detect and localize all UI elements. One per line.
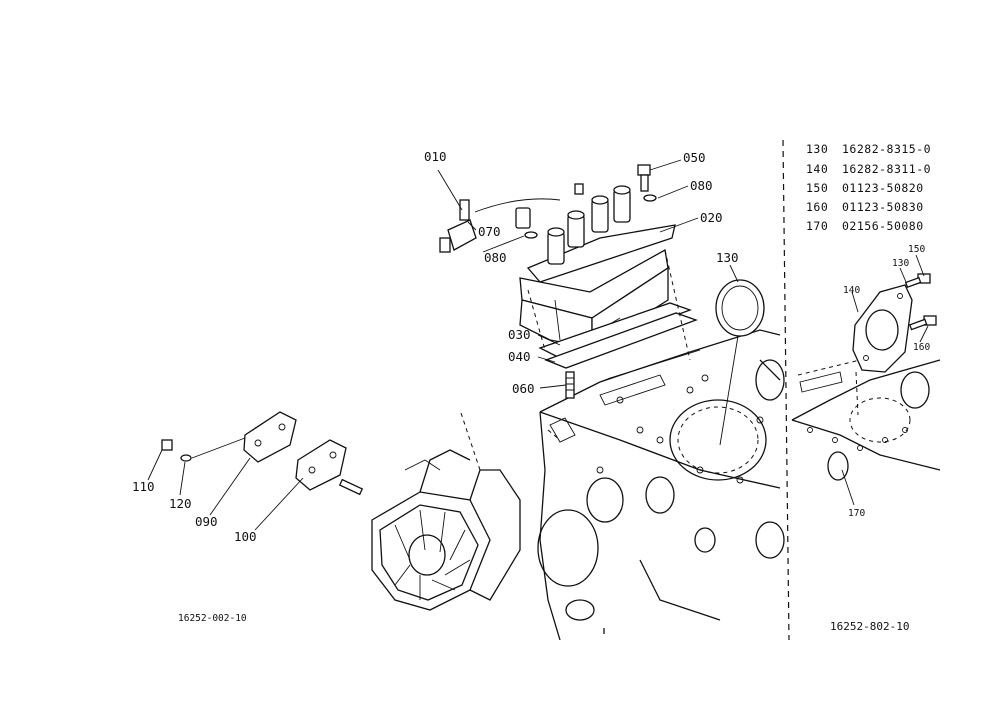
callout-080-left: 080 <box>484 250 507 265</box>
callout-040: 040 <box>508 349 531 364</box>
washer-120 <box>180 454 192 462</box>
parts-row-ref: 160 <box>806 200 828 214</box>
callout-labels: 010 020 030 040 050 060 070 080 080 090 … <box>132 149 739 544</box>
small-parts <box>515 164 657 239</box>
gasket-040 <box>544 312 698 369</box>
drawing-ref-right: 16252-802-10 <box>830 620 909 633</box>
leader-lines <box>147 159 739 531</box>
parts-table: 130 16282-8315-0 140 16282-8311-0 150 01… <box>806 142 931 233</box>
drawing-ref-left: 16252-002-10 <box>178 613 247 624</box>
parts-row-number: 01123-50830 <box>842 200 924 214</box>
parts-row-ref: 130 <box>806 142 828 156</box>
parts-row-number: 16282-8315-0 <box>842 142 931 156</box>
delivery-valve-holders <box>547 183 631 265</box>
injection-pump <box>519 183 698 399</box>
gear-housing <box>371 409 521 611</box>
washer-080-right <box>643 194 657 202</box>
callout-120: 120 <box>169 496 192 511</box>
gasket-100 <box>295 439 347 491</box>
gasket-030 <box>538 302 692 359</box>
parts-row-ref: 150 <box>806 181 828 195</box>
stud-100 <box>338 478 364 496</box>
callout-110: 110 <box>132 479 155 494</box>
callout-050: 050 <box>683 150 706 165</box>
inset-callout-170: 170 <box>848 508 865 519</box>
inset-callout-150: 150 <box>908 244 925 255</box>
sleeve-070 <box>515 207 531 229</box>
inset-callout-130: 130 <box>892 258 909 269</box>
parts-row-number: 02156-50080 <box>842 219 924 233</box>
washer-080-left <box>524 231 538 239</box>
parts-row: 150 01123-50820 <box>806 181 924 195</box>
callout-010: 010 <box>424 149 447 164</box>
cover-130 <box>715 279 765 337</box>
cover-plate-140 <box>852 284 913 373</box>
parts-row: 130 16282-8315-0 <box>806 142 931 156</box>
inset-detail <box>791 254 941 506</box>
inset-divider <box>782 139 790 641</box>
callout-060: 060 <box>512 381 535 396</box>
parts-row: 170 02156-50080 <box>806 219 924 233</box>
stud-060 <box>565 371 575 399</box>
plate-090 <box>243 411 297 463</box>
engine-block <box>537 329 785 641</box>
inset-callout-labels: 130 140 150 160 170 <box>843 244 930 519</box>
parts-row-number: 16282-8311-0 <box>842 162 931 176</box>
cover-plates <box>161 411 364 496</box>
parts-row: 160 01123-50830 <box>806 200 924 214</box>
parts-row-ref: 140 <box>806 162 828 176</box>
callout-100: 100 <box>234 529 257 544</box>
banjo-connector-010 <box>439 198 561 253</box>
callout-070: 070 <box>478 224 501 239</box>
bolt-050-shank <box>640 174 649 192</box>
parts-row: 140 16282-8311-0 <box>806 162 931 176</box>
bolt-050-head <box>637 164 651 176</box>
callout-090: 090 <box>195 514 218 529</box>
parts-row-ref: 170 <box>806 219 828 233</box>
parts-row-number: 01123-50820 <box>842 181 924 195</box>
callout-130: 130 <box>716 250 739 265</box>
callout-030: 030 <box>508 327 531 342</box>
nut-110 <box>161 439 173 451</box>
inset-callout-160: 160 <box>913 342 930 353</box>
callout-080-right: 080 <box>690 178 713 193</box>
callout-020: 020 <box>700 210 723 225</box>
inset-callout-140: 140 <box>843 285 860 296</box>
